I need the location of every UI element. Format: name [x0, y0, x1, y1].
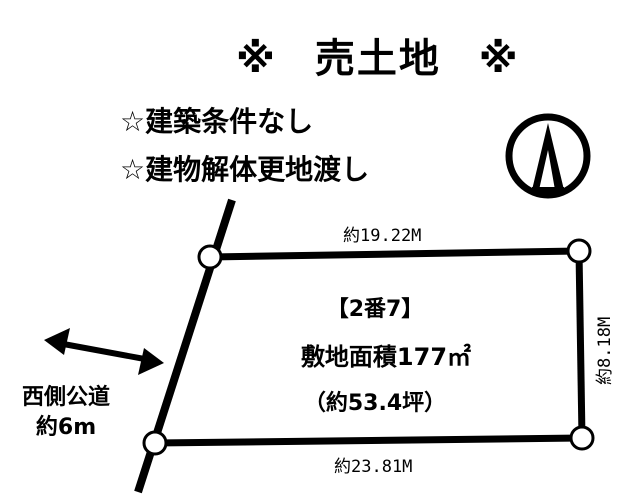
corner-marker-se	[569, 425, 595, 451]
corner-marker-nw	[197, 244, 223, 270]
road-width: 約6m	[35, 415, 97, 440]
lot-area: 敷地面積177㎡	[300, 343, 472, 371]
corner-marker-sw	[142, 430, 168, 456]
right-boundary-line	[575, 250, 586, 439]
dimension-right: 約8.18M	[590, 317, 615, 385]
corner-marker-ne	[566, 238, 592, 264]
lot-number: 【2番7】	[326, 297, 424, 322]
page-title: ※ 売土地 ※	[236, 26, 520, 84]
reference-mark-right: ※	[478, 36, 520, 82]
lot-area-tsubo: （約53.4坪）	[303, 391, 447, 416]
condition-demolition-vacant-delivery: ☆建物解体更地渡し	[120, 153, 370, 186]
bottom-boundary-line	[154, 434, 583, 447]
dimension-bottom: 約23.81M	[334, 457, 413, 477]
dimension-top: 約19.22M	[343, 226, 422, 246]
north-arrow-icon	[505, 113, 591, 199]
road-info: 西側公道 約6m	[22, 383, 110, 443]
dimension-right-text: 約8.18M	[595, 316, 615, 385]
road-width-arrow-icon	[44, 328, 164, 375]
reference-mark-left: ※	[236, 36, 277, 82]
road-name: 西側公道	[22, 385, 111, 410]
condition-no-building-requirement: ☆建築条件なし	[120, 105, 314, 138]
title-text: 売土地	[314, 36, 441, 82]
top-boundary-line	[209, 247, 580, 261]
